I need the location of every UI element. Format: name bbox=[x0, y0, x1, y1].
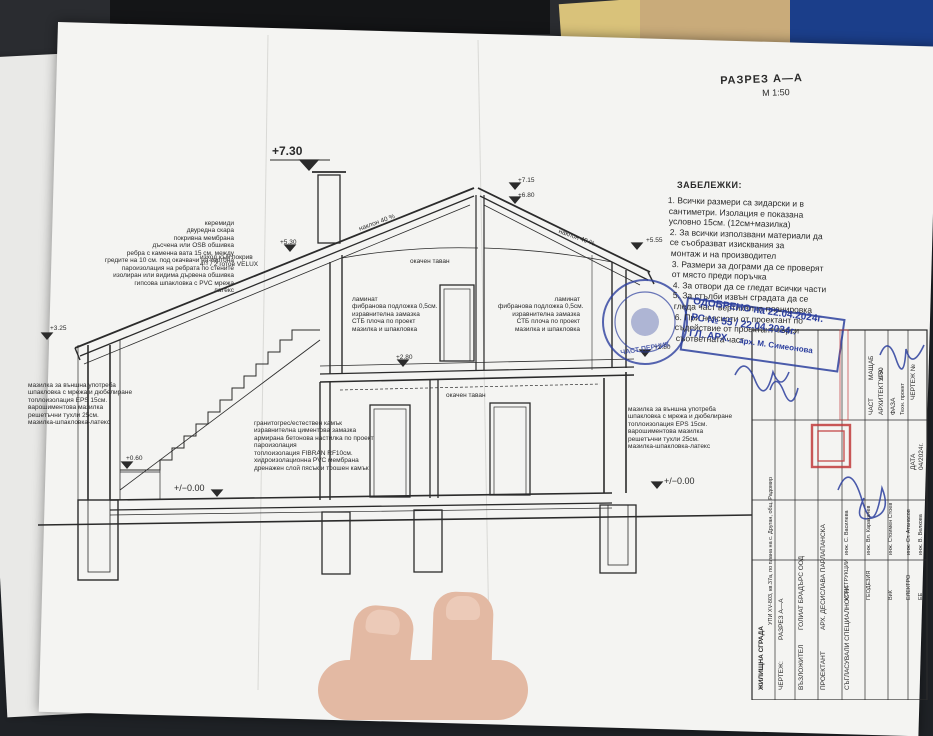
label-wall-left: мазилка за външна употреба шпакловка с м… bbox=[28, 382, 133, 427]
drawing-scale: М 1:50 bbox=[762, 87, 790, 98]
label-floor-left: ламинат фибранова подложка 0,5см. изравн… bbox=[352, 296, 438, 333]
tb-row-value: инж. В. Велкова bbox=[918, 514, 924, 555]
notes-title: ЗАБЕЛЕЖКИ: bbox=[677, 180, 743, 190]
tb-date-val: 04/2024г. bbox=[918, 443, 925, 470]
hand-palm bbox=[318, 660, 528, 720]
elevation-ridge-top: +7.30 bbox=[272, 144, 303, 158]
tb-designer-name: АРХ. ДЕСИСЛАВА ПАРЛАПАНСКА bbox=[820, 524, 827, 630]
tb-row-value: инж. Ст. Атанасов bbox=[906, 509, 912, 555]
tb-scale-lbl: МАЩАБ bbox=[868, 355, 875, 380]
elevation-ground-1: +/−0.00 bbox=[174, 483, 205, 493]
approval-stamp bbox=[679, 296, 846, 373]
tb-location: УПИ XV-803, кв.37а, по плана на с. Друга… bbox=[768, 476, 774, 625]
label-velux: изход към покрив 4¹⁵ ́/ 2 готов VELUX bbox=[200, 254, 259, 269]
tb-scale-val: 1:50 bbox=[878, 367, 885, 380]
tb-phase: ФАЗА bbox=[890, 397, 897, 415]
tb-row-value: инж. С. Василева bbox=[844, 510, 850, 555]
tb-sheet-lbl: ЧЕРТЕЖ № bbox=[910, 364, 917, 400]
elevation-wall-left: +3.25 bbox=[50, 325, 67, 332]
label-roof-layers: керемиди двуредна скара покривна мембран… bbox=[104, 220, 234, 295]
label-ground-floor: гранитогрес/естествен камък изравнителна… bbox=[254, 420, 374, 472]
elevation-ridge-inner: +6.80 bbox=[518, 192, 535, 199]
tb-contractor: ВЪЗЛОЖИТЕЛ bbox=[798, 644, 805, 690]
elevation-floor-upper-right: +2.80 bbox=[654, 344, 671, 351]
tb-object: ЖИЛИЩНА СГРАДА bbox=[758, 625, 765, 690]
elevation-eave-right: +5.55 bbox=[646, 237, 663, 244]
label-ceiling-upper: окачен таван bbox=[410, 258, 450, 265]
tb-row-label: ЕЕ bbox=[918, 592, 924, 600]
elevation-eave-left: +5.30 bbox=[280, 239, 297, 246]
round-stamp bbox=[602, 279, 688, 365]
tb-drawing: ЧЕРТЕЖ: bbox=[778, 661, 785, 690]
tb-row-value: инж. Стоимен Стоев bbox=[888, 502, 894, 555]
label-floor-right: ламинат фибранова подложка 0,5см. изравн… bbox=[498, 296, 584, 333]
tb-phase-name: Техн. проект bbox=[900, 383, 906, 415]
tb-row-label: ЕЛЕКТРО bbox=[906, 574, 912, 600]
elevation-ground-2: +/−0.00 bbox=[664, 476, 695, 486]
tb-date-lbl: ДАТА bbox=[910, 453, 917, 470]
label-wall-right: мазилка за външна употреба шпакловка с м… bbox=[628, 406, 733, 451]
tb-coord: СЪГЛАСУВАЛИ СПЕЦИАЛНОСТИ bbox=[844, 586, 851, 690]
red-stamp bbox=[810, 329, 852, 469]
section-drawing bbox=[37, 34, 928, 700]
tb-designer: ПРОЕКТАНТ bbox=[820, 651, 827, 690]
label-ceiling-lower: окачен таван bbox=[446, 392, 486, 399]
tb-drawing-name: РАЗРЕЗ А—А bbox=[778, 598, 785, 640]
elevation-ridge: +7.15 bbox=[518, 177, 535, 184]
tb-contractor-name: ГОЛИАТ БРАДЪРС ООД bbox=[798, 555, 805, 630]
tb-row-value: инж. Вл. Каракачев bbox=[866, 505, 872, 555]
signatures bbox=[734, 344, 925, 520]
fingernail-right bbox=[446, 596, 480, 620]
elevation-stair-base: +0.60 bbox=[126, 455, 143, 462]
elevation-floor-upper: +2.80 bbox=[396, 354, 413, 361]
tb-row-label: КОНСТРУКЦИИ bbox=[844, 559, 850, 600]
tb-row-label: ВиК bbox=[888, 590, 894, 600]
tb-row-label: ГЕОДЕЗИЯ bbox=[866, 570, 872, 600]
tb-part: ЧАСТ bbox=[868, 398, 875, 415]
